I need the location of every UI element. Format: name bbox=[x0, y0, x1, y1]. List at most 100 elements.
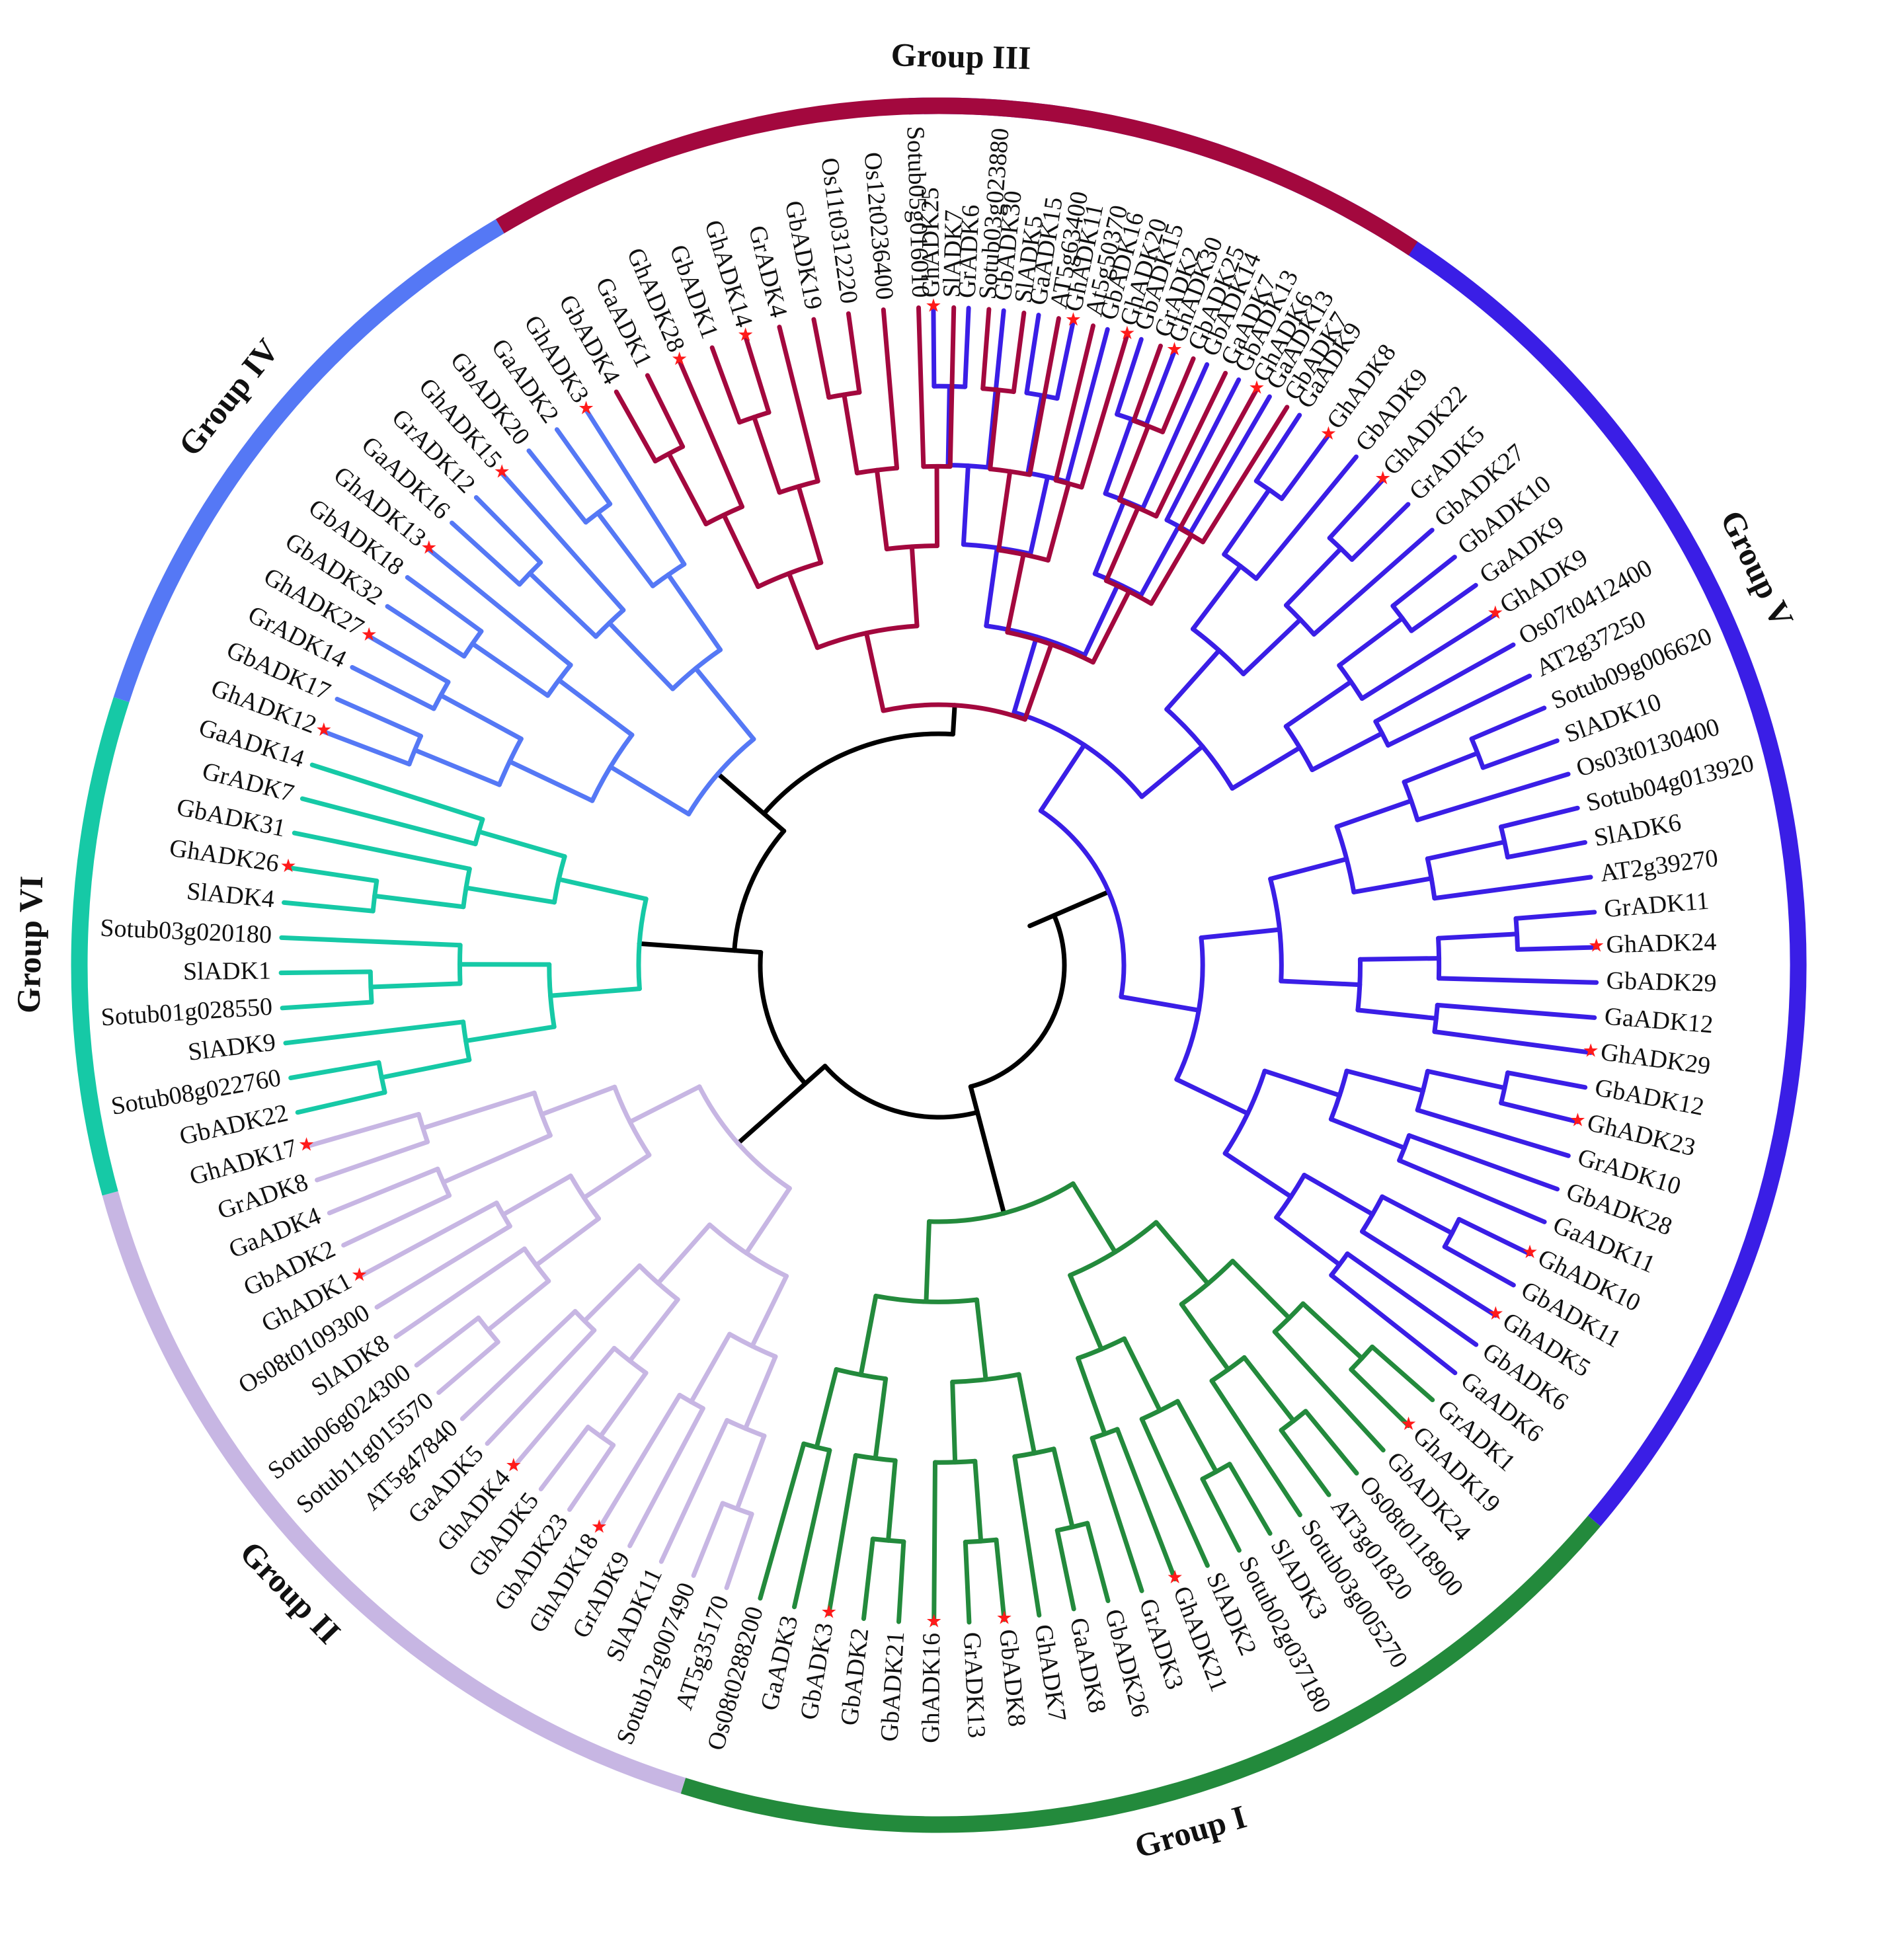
tree-branch bbox=[1227, 1462, 1273, 1536]
leaf-label: GhADK29 bbox=[1599, 1038, 1712, 1080]
tree-arc bbox=[416, 1112, 430, 1144]
tree-branch bbox=[709, 345, 742, 425]
tree-arc bbox=[496, 736, 524, 787]
tree-branch bbox=[1053, 323, 1095, 483]
leaf-label: Sotub05g016010 bbox=[901, 126, 934, 298]
tree-arc bbox=[522, 1246, 551, 1284]
tree-branch bbox=[556, 877, 649, 902]
tree-arc bbox=[1337, 663, 1365, 701]
tree-branch bbox=[1027, 316, 1061, 477]
tree-branch bbox=[1085, 1520, 1111, 1604]
leaf-label: GbADK8 bbox=[994, 1628, 1031, 1728]
tree-branch bbox=[752, 414, 782, 495]
tree-branch bbox=[1513, 910, 1597, 921]
tree-branch bbox=[691, 1501, 725, 1578]
tree-arc bbox=[1284, 603, 1316, 637]
leaf-label: SlADK7 bbox=[938, 210, 968, 298]
tree-branch bbox=[1415, 1107, 1571, 1158]
star-marker: ★ bbox=[298, 1135, 315, 1156]
tree-branch bbox=[1337, 615, 1405, 668]
tree-branch bbox=[393, 1246, 527, 1339]
tree-branch bbox=[1054, 319, 1076, 401]
tree-arc bbox=[1012, 1446, 1056, 1459]
tree-branch bbox=[874, 467, 889, 551]
tree-branch bbox=[596, 1392, 682, 1531]
tree-arc bbox=[650, 561, 687, 588]
tree-branch bbox=[539, 1084, 617, 1117]
tree-branch bbox=[1139, 1417, 1210, 1568]
tree-branch bbox=[1209, 1378, 1302, 1518]
tree-branch bbox=[412, 748, 502, 787]
tree-arc bbox=[636, 896, 649, 992]
tree-arc bbox=[1334, 824, 1357, 894]
tree-arc bbox=[545, 662, 573, 698]
tree-branch bbox=[1357, 956, 1442, 962]
tree-arc bbox=[932, 383, 968, 389]
tree-branch bbox=[796, 484, 824, 565]
tree-branch bbox=[357, 1201, 499, 1279]
tree-branch bbox=[1117, 424, 1151, 503]
star-marker: ★ bbox=[1119, 323, 1135, 344]
tree-arc bbox=[1179, 1259, 1235, 1307]
tree-branch bbox=[1397, 1158, 1547, 1224]
tree-arc bbox=[1498, 824, 1510, 860]
tree-branch bbox=[961, 463, 971, 547]
tree-branch bbox=[463, 1024, 557, 1044]
tree-branch bbox=[420, 1090, 537, 1130]
tree-branch bbox=[1436, 931, 1520, 941]
tree-arc bbox=[881, 702, 1027, 722]
tree-branch bbox=[534, 1216, 602, 1268]
tree-branch bbox=[405, 574, 484, 634]
tree-branch bbox=[607, 620, 676, 691]
tree-branch bbox=[438, 693, 524, 742]
tree-arc bbox=[777, 479, 820, 495]
tree-branch bbox=[526, 448, 588, 525]
star-marker: ★ bbox=[1488, 1304, 1504, 1324]
leaf-label: GaADK12 bbox=[1603, 1002, 1714, 1039]
tree-branch bbox=[947, 305, 957, 469]
tree-arc bbox=[551, 854, 567, 905]
tree-arc bbox=[1038, 808, 1127, 1000]
tree-branch bbox=[1370, 1344, 1435, 1403]
tree-branch bbox=[1344, 1068, 1425, 1093]
tree-branch bbox=[909, 544, 920, 629]
tree-arc bbox=[612, 1345, 649, 1376]
tree-arc bbox=[461, 866, 472, 910]
star-marker: ★ bbox=[361, 625, 377, 645]
tree-branch bbox=[292, 830, 472, 871]
tree-arc bbox=[590, 732, 635, 803]
tree-branch bbox=[1201, 405, 1290, 545]
tree-arc bbox=[1222, 552, 1259, 581]
tree-branch bbox=[321, 729, 412, 767]
tree-branch bbox=[1262, 1068, 1342, 1098]
tree-arc bbox=[945, 462, 991, 470]
tree-branch bbox=[1175, 1399, 1219, 1474]
tree-branch bbox=[1355, 1007, 1439, 1021]
tree-arc bbox=[370, 878, 379, 914]
tree-arc bbox=[583, 501, 613, 525]
tree-arc bbox=[996, 547, 1051, 563]
tree-arc bbox=[801, 1441, 832, 1453]
tree-branch bbox=[1480, 738, 1560, 770]
tree-branch bbox=[1051, 1446, 1075, 1530]
tree-branch bbox=[470, 641, 550, 698]
tree-branch bbox=[1103, 505, 1140, 583]
leaf-label: GbADK21 bbox=[875, 1631, 910, 1743]
tree-arc bbox=[1103, 578, 1154, 606]
tree-arc bbox=[963, 1537, 999, 1545]
tree-arc bbox=[653, 444, 686, 463]
tree-arc bbox=[853, 1453, 898, 1463]
tree-arc bbox=[568, 1173, 602, 1221]
tree-branch bbox=[886, 1458, 898, 1543]
tree-arc bbox=[932, 1458, 978, 1465]
tree-branch bbox=[863, 631, 886, 713]
tree-arc bbox=[1117, 498, 1159, 519]
tree-arc bbox=[677, 1392, 705, 1411]
tree-branch bbox=[1179, 1302, 1231, 1372]
tree-branch bbox=[1131, 343, 1163, 423]
star-marker: ★ bbox=[280, 856, 296, 877]
tree-branch bbox=[1064, 327, 1110, 485]
star-marker: ★ bbox=[925, 296, 941, 316]
tree-arc bbox=[834, 1366, 889, 1382]
